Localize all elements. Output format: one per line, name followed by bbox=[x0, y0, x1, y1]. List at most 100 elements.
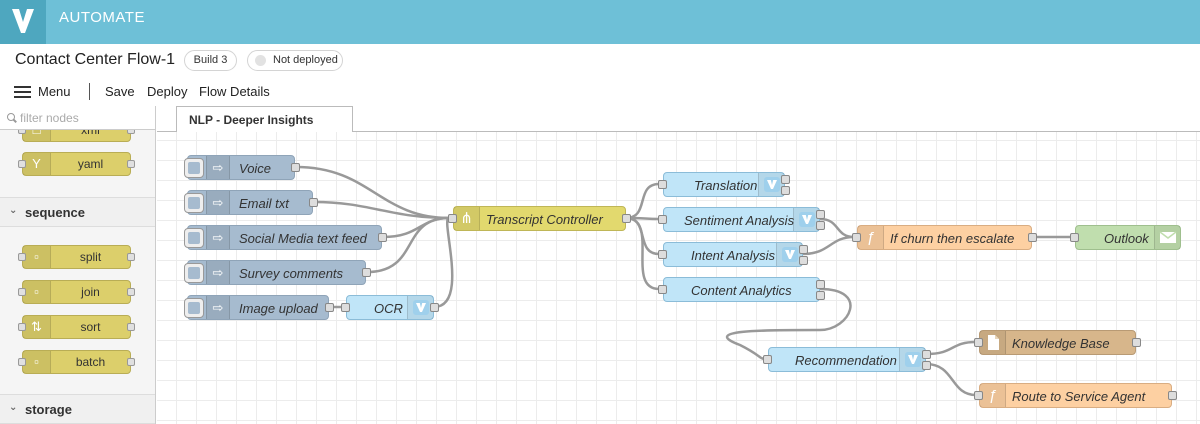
input-port[interactable] bbox=[1070, 233, 1079, 242]
chevron-down-icon: ⌄ bbox=[9, 402, 18, 413]
palette-node-split[interactable]: ▫ split bbox=[18, 245, 135, 269]
inject-node-email[interactable]: ⇨ Email txt bbox=[184, 190, 318, 215]
category-sequence[interactable]: ⌄ sequence bbox=[0, 197, 155, 227]
output-port[interactable] bbox=[816, 280, 825, 289]
palette-node-label: yaml bbox=[77, 157, 104, 171]
tab-nlp-deeper-insights[interactable]: NLP - Deeper Insights bbox=[176, 106, 353, 133]
category-storage[interactable]: ⌄ storage bbox=[0, 394, 155, 424]
watson-node-content-analytics[interactable]: Content Analytics bbox=[658, 277, 825, 302]
flow-details-button[interactable]: Flow Details bbox=[199, 84, 270, 99]
palette-node-sort[interactable]: ⇅ sort bbox=[18, 315, 135, 339]
watson-node-translation[interactable]: Translation bbox=[658, 172, 790, 197]
app-name: AUTOMATE bbox=[59, 9, 145, 26]
output-port[interactable] bbox=[781, 175, 790, 184]
output-port[interactable] bbox=[127, 160, 135, 168]
hamburger-icon[interactable] bbox=[14, 86, 31, 98]
inject-trigger-button[interactable] bbox=[184, 228, 204, 248]
output-port[interactable] bbox=[1168, 391, 1177, 400]
watson-icon bbox=[899, 348, 925, 371]
watson-icon bbox=[758, 173, 784, 196]
palette-node-yaml[interactable]: Y yaml bbox=[18, 152, 135, 176]
deploy-button[interactable]: Deploy bbox=[147, 84, 188, 99]
input-port[interactable] bbox=[18, 160, 26, 168]
node-label: Voice bbox=[239, 161, 272, 176]
join-icon: ▫ bbox=[23, 281, 51, 303]
input-port[interactable] bbox=[852, 233, 861, 242]
input-port[interactable] bbox=[658, 180, 667, 189]
chevron-down-icon: ⌄ bbox=[9, 205, 18, 216]
sort-icon: ⇅ bbox=[23, 316, 51, 338]
inject-trigger-button[interactable] bbox=[184, 298, 204, 318]
output-port[interactable] bbox=[291, 163, 300, 172]
output-port[interactable] bbox=[922, 350, 931, 359]
input-port[interactable] bbox=[18, 323, 26, 331]
app-logo[interactable] bbox=[0, 0, 46, 44]
switch-icon: ⋔ bbox=[454, 207, 480, 230]
input-port[interactable] bbox=[974, 391, 983, 400]
filter-nodes-input[interactable]: filter nodes bbox=[0, 106, 155, 130]
input-port[interactable] bbox=[18, 358, 26, 366]
input-port[interactable] bbox=[658, 250, 667, 259]
input-port[interactable] bbox=[341, 303, 350, 312]
node-label: Image upload bbox=[239, 301, 318, 316]
output-port[interactable] bbox=[325, 303, 334, 312]
menu-button[interactable]: Menu bbox=[38, 84, 71, 99]
function-node-if-churn[interactable]: ƒ If churn then escalate bbox=[852, 225, 1037, 250]
status-dot-icon bbox=[255, 55, 266, 66]
output-port[interactable] bbox=[799, 256, 808, 265]
inject-arrow-icon: ⇨ bbox=[206, 191, 230, 214]
save-button[interactable]: Save bbox=[105, 84, 135, 99]
inject-node-survey[interactable]: ⇨ Survey comments bbox=[184, 260, 371, 285]
function-node-transcript-controller[interactable]: ⋔ Transcript Controller bbox=[448, 206, 631, 231]
output-port[interactable] bbox=[922, 361, 931, 370]
inject-trigger-button[interactable] bbox=[184, 193, 204, 213]
inject-trigger-button[interactable] bbox=[184, 263, 204, 283]
input-port[interactable] bbox=[448, 214, 457, 223]
output-port[interactable] bbox=[127, 323, 135, 331]
output-port[interactable] bbox=[781, 186, 790, 195]
input-port[interactable] bbox=[18, 253, 26, 261]
palette-node-batch[interactable]: ▫ batch bbox=[18, 350, 135, 374]
yaml-icon: Y bbox=[23, 153, 51, 175]
output-port[interactable] bbox=[309, 198, 318, 207]
output-port[interactable] bbox=[799, 245, 808, 254]
output-port[interactable] bbox=[622, 214, 631, 223]
function-node-route-to-agent[interactable]: ƒ Route to Service Agent bbox=[974, 383, 1177, 408]
output-port[interactable] bbox=[1028, 233, 1037, 242]
watson-node-sentiment-analysis[interactable]: Sentiment Analysis bbox=[658, 207, 825, 232]
email-node-outlook[interactable]: Outlook bbox=[1070, 225, 1181, 250]
input-port[interactable] bbox=[18, 288, 26, 296]
input-port[interactable] bbox=[658, 215, 667, 224]
function-icon: ƒ bbox=[858, 226, 884, 249]
output-port[interactable] bbox=[430, 303, 439, 312]
inject-trigger-button[interactable] bbox=[184, 158, 204, 178]
watson-node-ocr[interactable]: OCR bbox=[341, 295, 439, 320]
watson-node-recommendation[interactable]: Recommendation bbox=[763, 347, 931, 372]
output-port[interactable] bbox=[378, 233, 387, 242]
palette-node-label: batch bbox=[75, 355, 106, 369]
inject-arrow-icon: ⇨ bbox=[206, 296, 230, 319]
file-node-knowledge-base[interactable]: Knowledge Base bbox=[974, 330, 1141, 355]
input-port[interactable] bbox=[763, 355, 772, 364]
inject-node-image-upload[interactable]: ⇨ Image upload bbox=[184, 295, 334, 320]
node-label: Survey comments bbox=[239, 266, 344, 281]
output-port[interactable] bbox=[127, 253, 135, 261]
output-port[interactable] bbox=[127, 288, 135, 296]
input-port[interactable] bbox=[658, 285, 667, 294]
inject-node-voice[interactable]: ⇨ Voice bbox=[184, 155, 300, 180]
output-port[interactable] bbox=[362, 268, 371, 277]
flow-title: Contact Center Flow-1 bbox=[15, 51, 176, 68]
output-port[interactable] bbox=[1132, 338, 1141, 347]
palette-node-join[interactable]: ▫ join bbox=[18, 280, 135, 304]
output-port[interactable] bbox=[816, 210, 825, 219]
node-label: Route to Service Agent bbox=[1012, 389, 1146, 404]
watson-node-intent-analysis[interactable]: Intent Analysis bbox=[658, 242, 808, 267]
watson-icon bbox=[793, 208, 819, 231]
output-port[interactable] bbox=[816, 221, 825, 230]
input-port[interactable] bbox=[974, 338, 983, 347]
function-icon: ƒ bbox=[980, 384, 1006, 407]
output-port[interactable] bbox=[816, 291, 825, 300]
output-port[interactable] bbox=[127, 358, 135, 366]
inject-node-social-media[interactable]: ⇨ Social Media text feed bbox=[184, 225, 387, 250]
node-label: If churn then escalate bbox=[890, 231, 1015, 246]
